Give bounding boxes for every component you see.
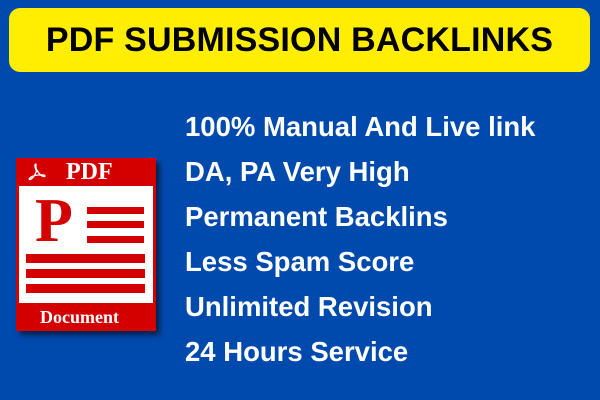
text-line-short xyxy=(87,236,144,243)
text-line-short xyxy=(87,221,144,228)
pdf-icon-header: PDF xyxy=(16,158,156,186)
pdf-icon-footer: Document xyxy=(16,303,156,331)
feature-list: 100% Manual And Live link DA, PA Very Hi… xyxy=(185,108,535,378)
feature-item: Unlimited Revision xyxy=(185,291,433,322)
feature-item: Permanent Backlins xyxy=(185,201,448,232)
title-banner: PDF SUBMISSION BACKLINKS xyxy=(9,8,590,72)
text-line-long xyxy=(26,284,145,293)
text-line-long xyxy=(26,254,145,263)
feature-item: 24 Hours Service xyxy=(185,336,409,367)
pdf-icon-label: PDF xyxy=(66,159,113,185)
feature-item: Less Spam Score xyxy=(185,246,415,277)
pdf-icon-page: P xyxy=(19,186,153,303)
banner-title: PDF SUBMISSION BACKLINKS xyxy=(45,20,554,59)
text-line-long xyxy=(26,269,145,278)
feature-item: DA, PA Very High xyxy=(185,156,410,187)
document-label: Document xyxy=(40,307,119,327)
feature-item: 100% Manual And Live link xyxy=(185,111,536,142)
acrobat-icon xyxy=(28,163,46,181)
pdf-document-icon: PDF P Document xyxy=(16,158,156,331)
text-line-short xyxy=(87,207,144,214)
pdf-icon-letter: P xyxy=(35,187,73,255)
